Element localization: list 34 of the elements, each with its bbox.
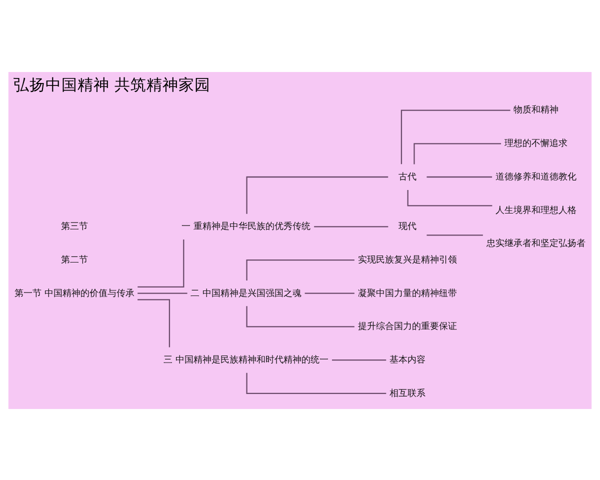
- node-text: 道德修养和道德教化: [495, 170, 576, 182]
- node-text: 物质和精神: [513, 104, 558, 116]
- connector: [407, 190, 492, 206]
- connector: [426, 234, 483, 236]
- connector: [138, 238, 184, 288]
- node-text: 二 中国精神是兴国强国之魂: [190, 287, 302, 298]
- node-text: 第三节: [60, 220, 88, 232]
- connector: [332, 358, 386, 360]
- node-text: 实现民族复兴是精神引领: [358, 254, 457, 265]
- node-text: 现代: [398, 220, 416, 232]
- connector: [400, 109, 510, 164]
- node-text: 忠实继承者和坚定弘扬者: [486, 238, 586, 249]
- node-text: 提升综合国力的重要保证: [358, 320, 457, 332]
- connector: [314, 226, 388, 227]
- node-text: 三 中国精神是民族精神和时代精神的统一: [164, 354, 329, 365]
- node-text: 凝聚中国力量的精神纽带: [358, 287, 457, 298]
- node-text: 古代: [398, 170, 416, 182]
- connector: [246, 306, 354, 327]
- node-text: 人生境界和理想人格: [495, 204, 576, 216]
- connector: [414, 142, 502, 164]
- node-text: 一 重精神是中华民族的优秀传统: [182, 220, 311, 232]
- node-text: 基本内容: [389, 354, 426, 365]
- node-text: 第一节 中国精神的价值与传承: [14, 287, 134, 298]
- connector: [138, 298, 170, 347]
- diagram-title: 弘扬中国精神 共筑精神家园: [14, 76, 210, 94]
- connector: [246, 258, 354, 280]
- connector: [138, 292, 188, 294]
- connector: [426, 176, 492, 178]
- node-text: 理想的不懈追求: [504, 138, 568, 149]
- connector: [304, 292, 354, 294]
- node-text: 相互联系: [389, 387, 426, 398]
- connector: [246, 372, 386, 394]
- connector: [246, 176, 388, 214]
- node-text: 第二节: [60, 254, 88, 265]
